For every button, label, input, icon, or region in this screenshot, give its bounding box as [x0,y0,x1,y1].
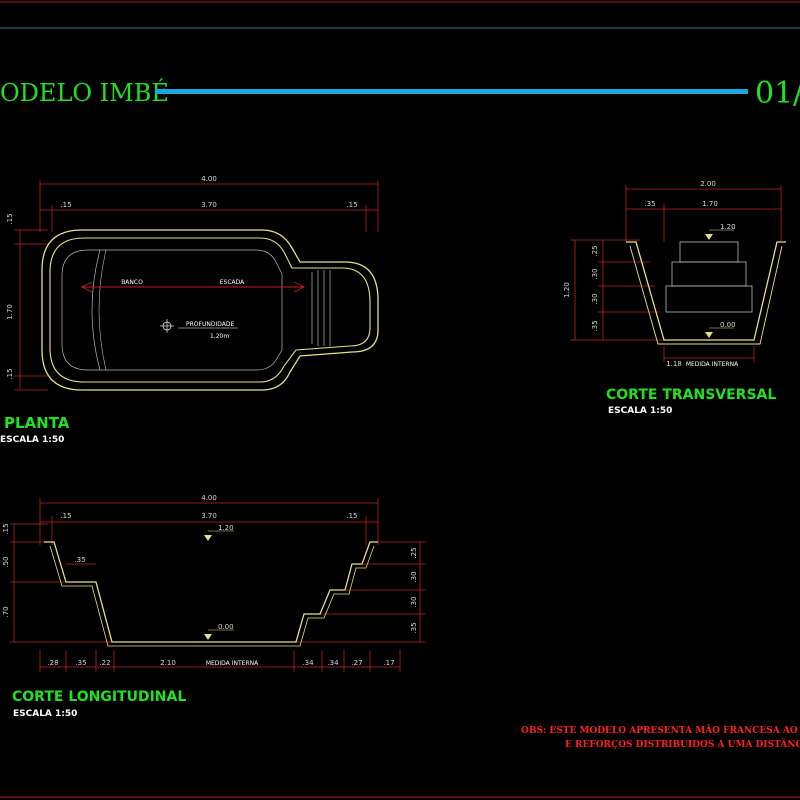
longitudinal-dim-right: .15 [346,512,357,520]
transversal-dim-mid: 1.70 [702,200,718,208]
longitudinal-bottom-dim: .17 [383,659,394,667]
longitudinal-dim-v-right-a: .25 [410,547,418,558]
longitudinal-bottom-dim: .22 [99,659,110,667]
transversal-dim-v-c: .30 [591,293,599,304]
longitudinal-dim-total: 4.00 [201,494,217,502]
transversal-dim-v-total: 1.20 [563,282,571,298]
longitudinal-dim-v-left-c: .70 [2,606,10,617]
transversal-shell-inner [629,245,783,345]
longitudinal-shell-inner [49,545,375,647]
longitudinal-dim-v-right-b: .30 [410,571,418,582]
longitudinal-dim-v-left-b: .50 [2,556,10,567]
transversal-dim-v-b: .30 [591,268,599,279]
longitudinal-level-top [204,530,234,541]
transversal-title: CORTE TRANSVERSAL [606,387,776,403]
longitudinal-scale: ESCALA 1:50 [13,709,77,719]
transversal-steps [665,241,753,313]
header-title: ODELO IMBÉ [0,78,169,107]
obs-note-line2: E REFORÇOS DISTRIBUIDOS A UMA DISTÂNCI [565,738,800,750]
longitudinal-level-bottom-label: 0.00 [218,623,234,631]
transversal-bottom-value: 1.18 [666,360,682,368]
header-bar [155,89,748,94]
planta-dim-v-top: .15 [6,213,14,224]
longitudinal-dim-left: .15 [60,512,71,520]
longitudinal-dim-v-right-c: .30 [410,596,418,607]
planta-dim-right: .15 [346,201,357,209]
transversal-shell-outer [626,241,786,341]
longitudinal-bottom-label: MEDIDA INTERNA [206,660,259,667]
obs-note-line1: OBS: ESTE MODELO APRESENTA MÃO FRANCESA … [521,724,800,736]
longitudinal-bench-label: .35 [74,556,85,564]
longitudinal-bottom-dim: .35 [75,659,86,667]
planta-profundidade-label: PROFUNDIDADE [186,321,234,328]
transversal-view: 2.00 .35 1.70 1.20 .25 .30 .30 .35 1.20 … [563,180,786,416]
transversal-level-bottom [705,327,734,338]
planta-dim-v-bot: .15 [6,368,14,379]
planta-banco-edge-2 [98,249,107,371]
planta-arrows [80,281,306,293]
longitudinal-title: CORTE LONGITUDINAL [12,689,186,705]
transversal-level-top-label: 1.20 [720,223,736,231]
planta-view: 4.00 .15 3.70 .15 .15 1.70 .15 BANCO ESC… [0,175,379,445]
longitudinal-level-top-label: 1.20 [218,524,234,532]
longitudinal-dim-v-left-a: .15 [2,523,10,534]
planta-title: PLANTA [4,414,70,432]
longitudinal-bottom-dim: 2.10 [160,659,176,667]
sheet-number: 01/ [755,76,800,111]
planta-dim-left: .15 [60,201,71,209]
longitudinal-shell-outer [44,541,378,643]
transversal-dim-v-a: .25 [591,245,599,256]
planta-depth-marker [160,319,238,333]
planta-banco-label: BANCO [121,279,143,286]
planta-escada-label: ESCADA [220,279,245,286]
planta-depth-value: 1,20m [210,333,229,340]
transversal-dim-left: .35 [644,200,655,208]
planta-dim-v-mid: 1.70 [6,304,14,320]
transversal-dim-v-d: .35 [591,320,599,331]
transversal-level-bottom-label: 0.00 [720,321,736,329]
longitudinal-bottom-dim: .34 [327,659,339,667]
longitudinal-bottom-dim: .27 [351,659,362,667]
transversal-level-top [705,229,734,240]
longitudinal-view: 4.00 .15 3.70 .15 .15 .50 .70 .25 .30 .3… [2,494,426,719]
planta-outer-outline [41,229,379,391]
longitudinal-dim-mid: 3.70 [201,512,217,520]
planta-escada-steps [311,270,331,346]
longitudinal-dim-v-right-d: .35 [410,622,418,633]
transversal-dim-total: 2.00 [700,180,716,188]
planta-scale: ESCALA 1:50 [0,435,64,445]
transversal-scale: ESCALA 1:50 [608,406,672,416]
planta-dim-mid: 3.70 [201,201,217,209]
planta-inner-outline [49,237,371,383]
longitudinal-level-bottom [204,629,234,640]
planta-banco-edge [91,249,101,371]
planta-dim-total: 4.00 [201,175,217,183]
planta-floor-outline [61,249,283,371]
transversal-bottom-label: MEDIDA INTERNA [686,361,739,368]
longitudinal-bottom-dim: .28 [47,659,58,667]
longitudinal-bottom-dim: .34 [302,659,314,667]
